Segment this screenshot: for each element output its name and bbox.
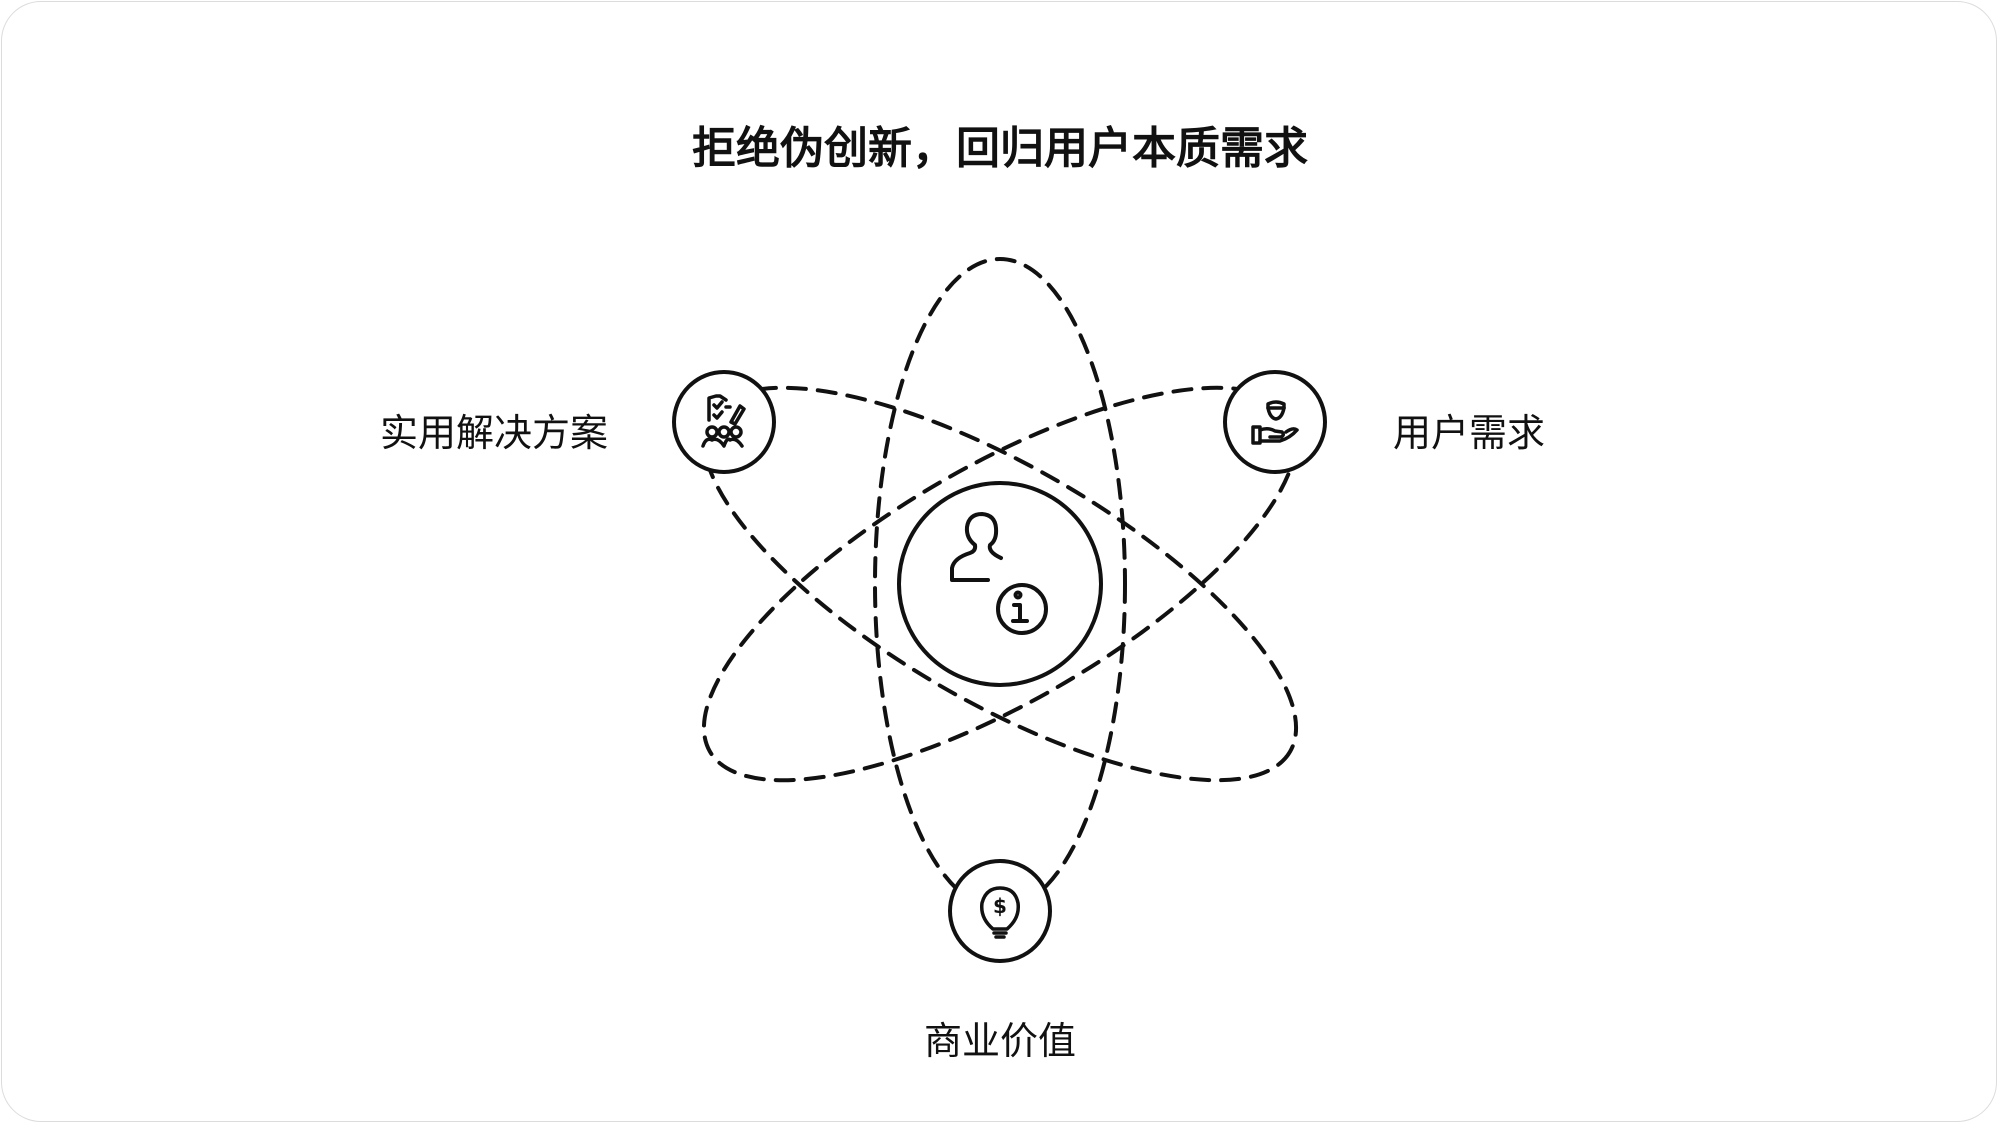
diagram-title: 拒绝伪创新，回归用户本质需求 [692, 123, 1308, 174]
center-node [897, 481, 1103, 687]
hand-bowl-icon [1251, 400, 1299, 445]
dollar-lightbulb-icon: $ [979, 886, 1021, 939]
needs-node [1223, 370, 1327, 474]
value-label: 商业价值 [923, 1019, 1076, 1063]
checklist-team-icon [701, 394, 746, 448]
svg-text:$: $ [993, 894, 1007, 918]
value-node [948, 859, 1052, 963]
user-info-icon [950, 512, 1048, 635]
solutions-node [672, 370, 776, 474]
solutions-label: 实用解决方案 [379, 411, 608, 455]
needs-label: 用户需求 [1393, 411, 1546, 455]
